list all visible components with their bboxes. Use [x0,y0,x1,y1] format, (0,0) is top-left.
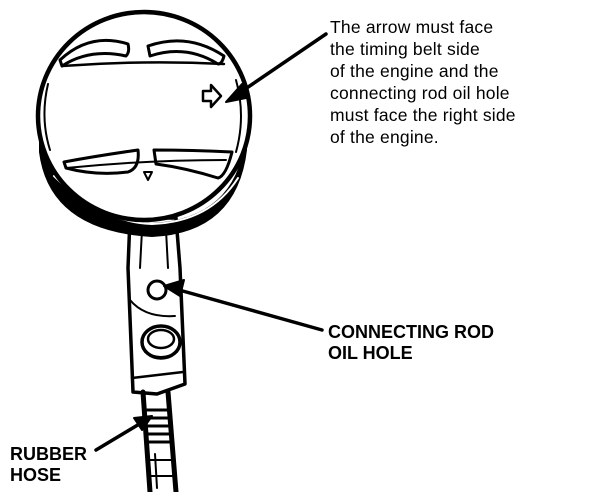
connecting-rod-oil-hole-label: CONNECTING ROD OIL HOLE [328,322,494,363]
piston-mark [143,171,153,181]
piston [35,9,253,237]
arrow-direction-note: The arrow must face the timing belt side… [330,17,516,147]
rubber-hose-label: RUBBER HOSE [10,444,88,485]
oil-hole [146,279,168,301]
oil-hole-leader [170,286,324,332]
connecting-rod [126,216,187,396]
piston-direction-arrow-icon [201,83,223,109]
leader-lines [94,32,328,452]
rubber-hose [140,389,179,492]
note-leader [230,32,328,100]
